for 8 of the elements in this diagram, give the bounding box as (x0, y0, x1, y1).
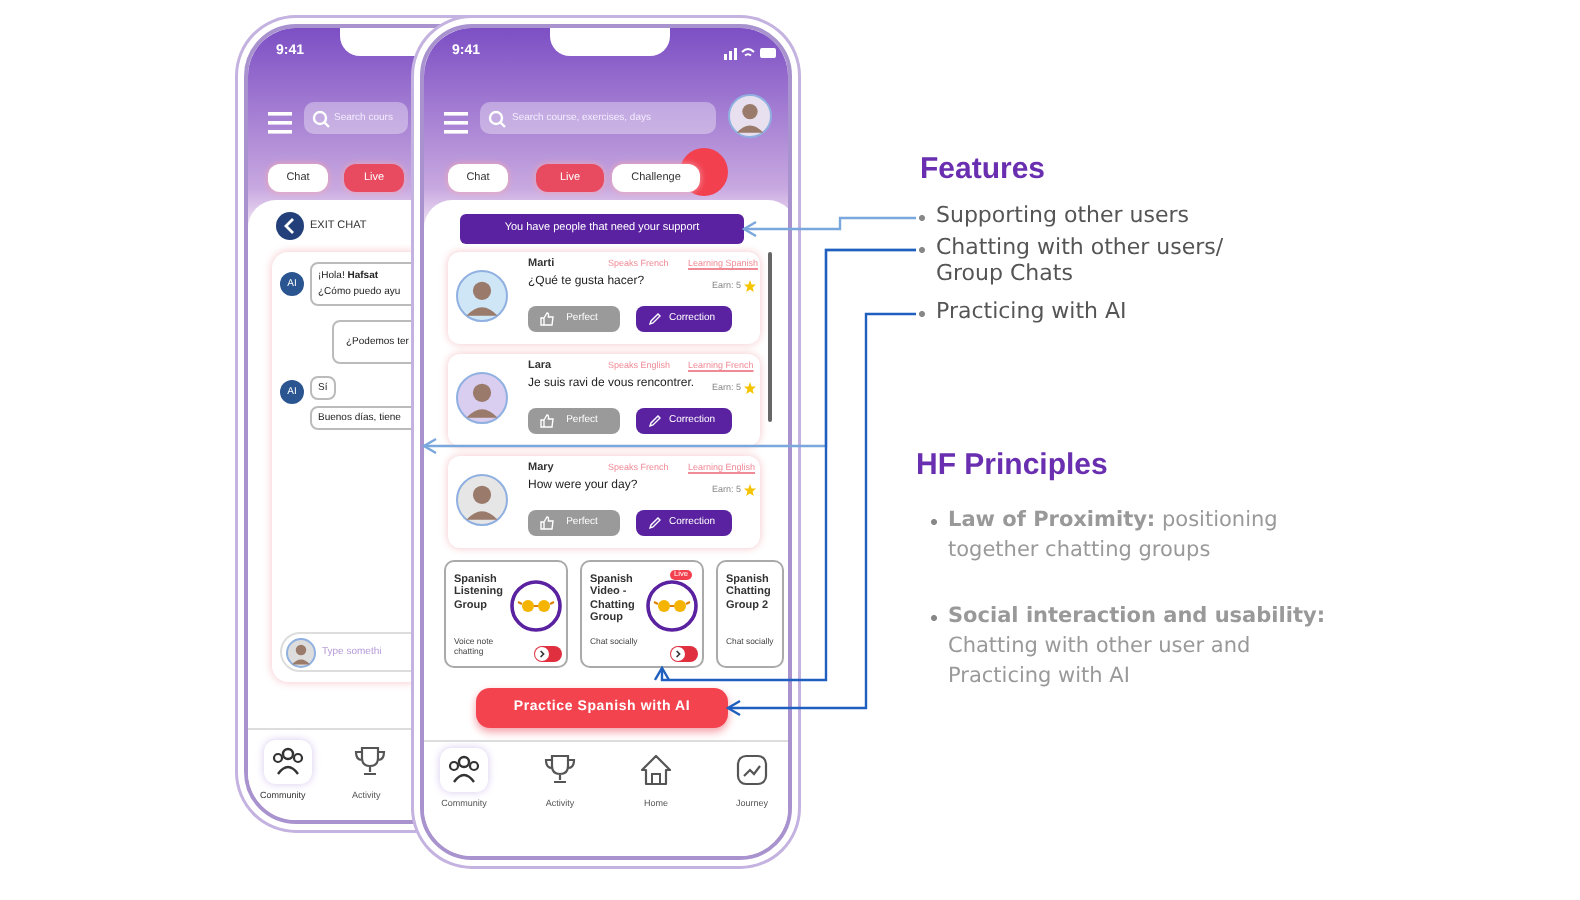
section-heading: Features (920, 152, 1046, 188)
arrow (653, 248, 916, 682)
group-card (716, 560, 784, 668)
group-card (580, 560, 704, 668)
arrow (742, 216, 916, 238)
section-heading: HF Principles (916, 448, 1108, 484)
group-card (444, 560, 568, 668)
arrow (726, 312, 916, 717)
